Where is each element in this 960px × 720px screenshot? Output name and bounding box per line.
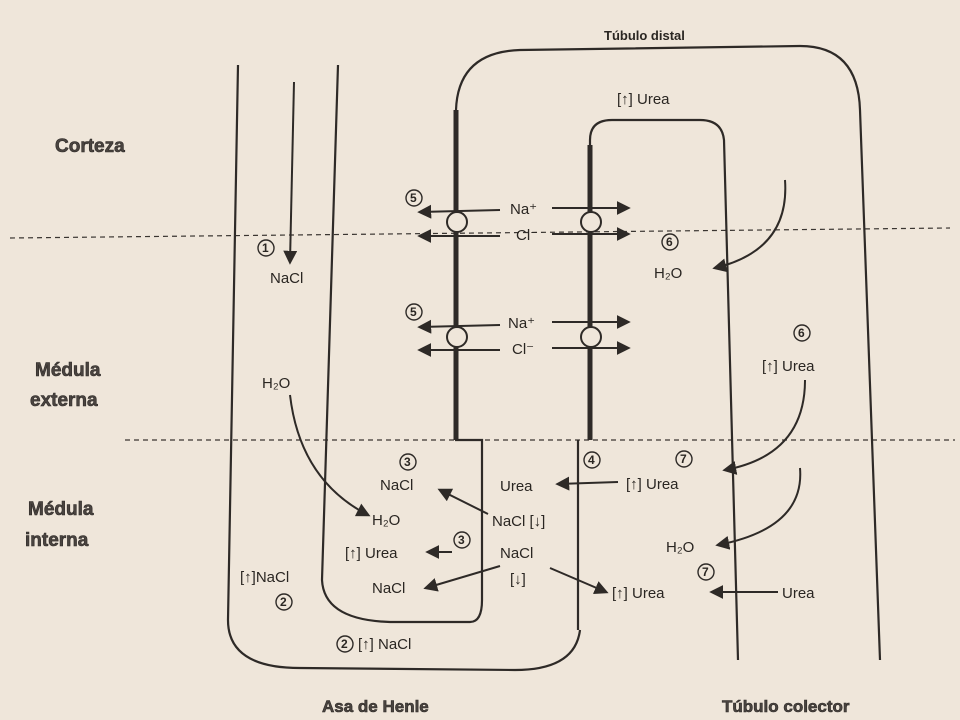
label-h2o-outer: H₂O: [262, 375, 290, 392]
label-nacl-center: NaCl: [500, 545, 533, 562]
marker-5-top: 5: [405, 189, 423, 207]
label-urea-far-right: Urea: [782, 585, 815, 602]
marker-7-top: 7: [675, 450, 693, 468]
na-arrow-1-left: [417, 204, 501, 219]
label-h2o-collector: H₂O: [666, 539, 694, 556]
distal-tubule-wall: [454, 44, 882, 661]
nacl-descending-arrow: [283, 81, 298, 265]
marker-6-right: 6: [793, 324, 811, 342]
pump-1-left: [446, 211, 468, 233]
label-asa-de-henle: Asa de Henle: [322, 697, 429, 716]
svg-text:4: 4: [588, 453, 595, 467]
svg-text:3: 3: [458, 533, 465, 547]
pump-2-left: [446, 326, 468, 348]
svg-text:3: 3: [404, 455, 411, 469]
marker-3-top: 3: [399, 453, 417, 471]
svg-text:5: 5: [410, 305, 417, 319]
outer-tubule-wall: [226, 64, 582, 672]
label-nacl-left-up: [↑]NaCl: [240, 569, 289, 586]
zone-medula-interna-2: interna: [25, 530, 89, 551]
label-nacl-bottom: [↑] NaCl: [358, 636, 411, 653]
pump-1-right: [580, 211, 602, 233]
urea-outer-arrow: [722, 379, 806, 475]
svg-text:2: 2: [280, 595, 287, 609]
label-na-1: Na⁺: [510, 201, 537, 218]
label-down-center: [↓]: [510, 571, 526, 588]
marker-3-mid: 3: [453, 531, 471, 549]
label-urea-inner: [↑] Urea: [345, 545, 398, 562]
label-h2o-cortex-right: H₂O: [654, 265, 682, 282]
urea-to-mid-arrow: [555, 476, 619, 491]
svg-text:7: 7: [702, 565, 709, 579]
zone-medula-externa-2: externa: [30, 390, 98, 411]
cortex-medulla-divider: [9, 227, 951, 239]
label-urea-mid: Urea: [500, 478, 533, 495]
na-arrow-2-left: [417, 319, 501, 334]
pump-2-right: [580, 326, 602, 348]
svg-text:5: 5: [410, 191, 417, 205]
h2o-collector-arrow: [715, 467, 802, 550]
label-cl-2: Cl⁻: [512, 341, 534, 358]
nacl-to-urea-arrow: [549, 567, 609, 595]
svg-text:2: 2: [341, 637, 348, 651]
marker-7-bottom: 7: [697, 563, 715, 581]
label-urea-collector-bottom: [↑] Urea: [612, 585, 665, 602]
label-urea-right-outer: [↑] Urea: [762, 358, 815, 375]
marker-1: 1: [257, 239, 275, 257]
label-urea-collector-7: [↑] Urea: [626, 476, 679, 493]
marker-5-bottom: 5: [405, 303, 423, 321]
svg-text:1: 1: [262, 241, 269, 255]
descending-limb-inner: [320, 64, 484, 624]
label-cl-1: Cl⁻: [516, 227, 538, 244]
label-urea-top: [↑] Urea: [617, 91, 670, 108]
label-h2o-inner: H₂O: [372, 512, 400, 529]
nacl-down-left-arrow: [423, 565, 501, 592]
h2o-cortex-arrow: [712, 179, 787, 273]
label-tubulo-colector: Túbulo colector: [722, 697, 850, 716]
label-tubulo-distal: Túbulo distal: [604, 28, 685, 43]
svg-text:6: 6: [666, 235, 673, 249]
marker-4: 4: [583, 451, 601, 469]
h2o-inner-arrow: [289, 394, 371, 517]
label-nacl-inner-top: NaCl: [380, 477, 413, 494]
zone-medula-interna-1: Médula: [28, 499, 94, 520]
marker-2-bottom: 2: [336, 635, 354, 653]
collecting-tubule-wall: [588, 118, 740, 661]
marker-6-top: 6: [661, 233, 679, 251]
marker-2-left: 2: [275, 593, 293, 611]
nacl-up-diag-arrow: [437, 488, 489, 515]
zone-corteza: Corteza: [55, 136, 125, 157]
svg-text:7: 7: [680, 452, 687, 466]
label-na-2: Na⁺: [508, 315, 535, 332]
label-nacl-descending: NaCl: [270, 270, 303, 287]
label-nacl-inner-bottom: NaCl: [372, 580, 405, 597]
svg-text:6: 6: [798, 326, 805, 340]
label-nacl-down-1: NaCl [↓]: [492, 513, 545, 530]
zone-medula-externa-1: Médula: [35, 360, 101, 381]
